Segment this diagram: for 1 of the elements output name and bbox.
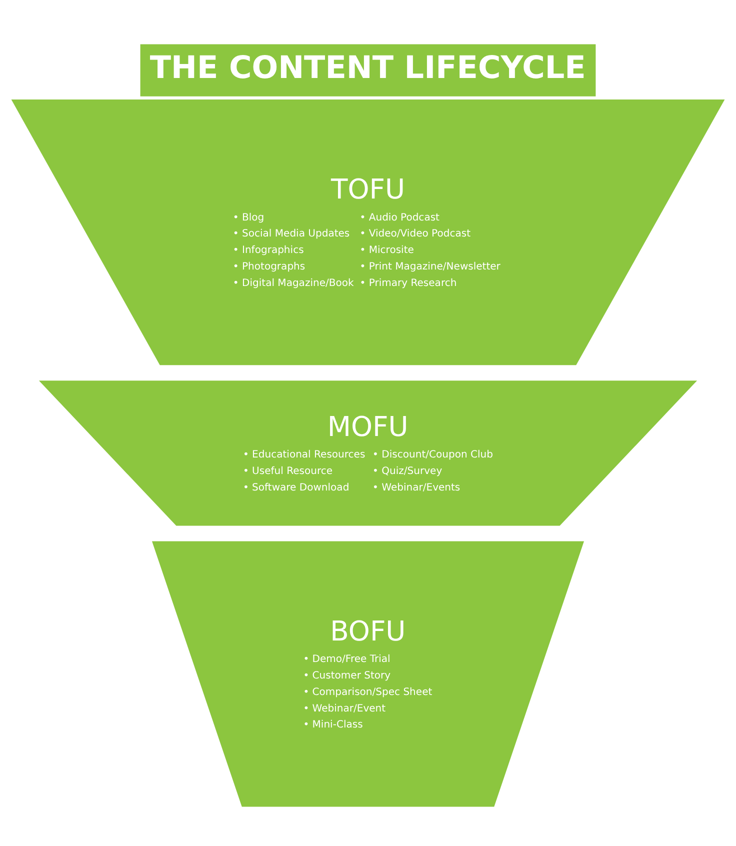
diagram-title: THE CONTENT LIFECYCLE — [150, 49, 586, 86]
